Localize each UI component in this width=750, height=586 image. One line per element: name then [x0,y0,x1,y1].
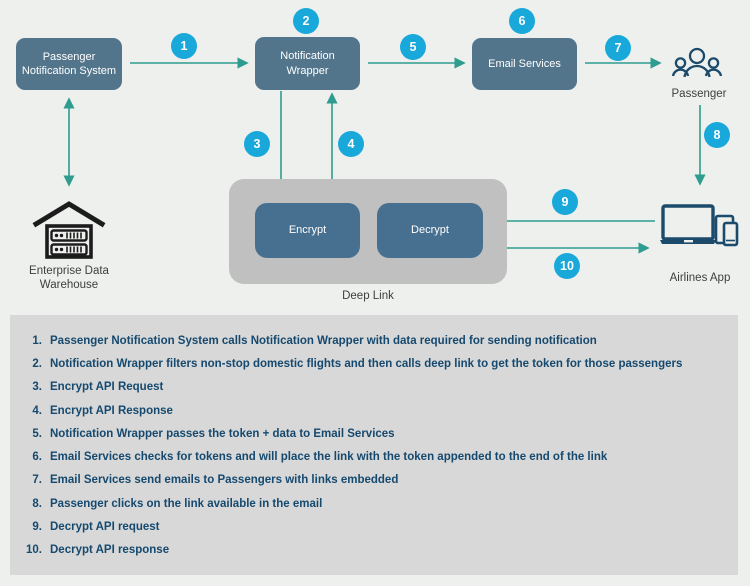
deep-link-label: Deep Link [342,290,394,302]
node-email-services[interactable]: Email Services [472,38,577,90]
legend-text: Decrypt API response [50,544,170,557]
legend-text: Notification Wrapper passes the token + … [50,427,395,440]
step-badge-1: 1 [171,33,197,59]
legend-item-6: 6. Email Services checks for tokens and … [10,445,738,468]
legend-item-10: 10. Decrypt API response [10,539,738,562]
passenger-label: Passenger [671,88,727,100]
step-badge-2: 2 [293,8,319,34]
legend-number: 2. [32,357,42,370]
legend-text: Encrypt API Request [50,381,164,394]
step-badge-7: 7 [605,35,631,61]
step-badge-4: 4 [338,131,364,157]
legend-item-5: 5. Notification Wrapper passes the token… [10,422,738,445]
data-warehouse-house-servers-icon [32,197,106,260]
legend-number: 3. [32,381,42,394]
legend-text: Email Services send emails to Passengers… [50,474,399,487]
legend-item-1: 1. Passenger Notification System calls N… [10,329,738,352]
airlines-app-label: Airlines App [669,272,731,284]
legend-panel: 1. Passenger Notification System calls N… [10,315,738,575]
legend-text: Passenger clicks on the link available i… [50,497,323,510]
step-badge-5: 5 [400,34,426,60]
node-label: Email Services [488,57,561,70]
legend-item-2: 2. Notification Wrapper filters non-stop… [10,352,738,375]
legend-item-3: 3. Encrypt API Request [10,376,738,399]
legend-number: 10. [26,544,42,557]
step-badge-10: 10 [554,253,580,279]
legend-number: 8. [32,497,42,510]
step-badge-9: 9 [552,189,578,215]
legend-text: Email Services checks for tokens and wil… [50,451,608,464]
legend-number: 6. [32,451,42,464]
node-decrypt[interactable]: Decrypt [377,203,483,258]
legend-item-8: 8. Passenger clicks on the link availabl… [10,492,738,515]
legend-number: 7. [32,474,42,487]
step-badge-3: 3 [244,131,270,157]
node-label: Decrypt [411,224,449,237]
node-passenger-notification-system[interactable]: Passenger Notification System [16,38,122,90]
node-notification-wrapper[interactable]: Notification Wrapper [255,37,360,90]
legend-number: 9. [32,521,42,534]
node-encrypt[interactable]: Encrypt [255,203,360,258]
legend-item-7: 7. Email Services send emails to Passeng… [10,469,738,492]
legend-text: Decrypt API request [50,521,160,534]
people-group-icon [671,45,723,84]
node-label: Passenger Notification System [21,50,117,77]
legend-number: 1. [32,334,42,347]
legend-text: Encrypt API Response [50,404,173,417]
devices-laptop-tablet-phone-icon [660,204,740,248]
warehouse-label: Enterprise Data Warehouse [29,265,109,292]
legend-number: 4. [32,404,42,417]
legend-item-9: 9. Decrypt API request [10,515,738,538]
node-label: Notification Wrapper [280,50,335,77]
legend-number: 5. [32,427,42,440]
node-label: Encrypt [288,224,327,237]
legend-text: Notification Wrapper filters non-stop do… [50,357,683,370]
legend-item-4: 4. Encrypt API Response [10,399,738,422]
legend-text: Passenger Notification System calls Noti… [50,334,597,347]
step-badge-6: 6 [509,8,535,34]
step-badge-8: 8 [704,122,730,148]
